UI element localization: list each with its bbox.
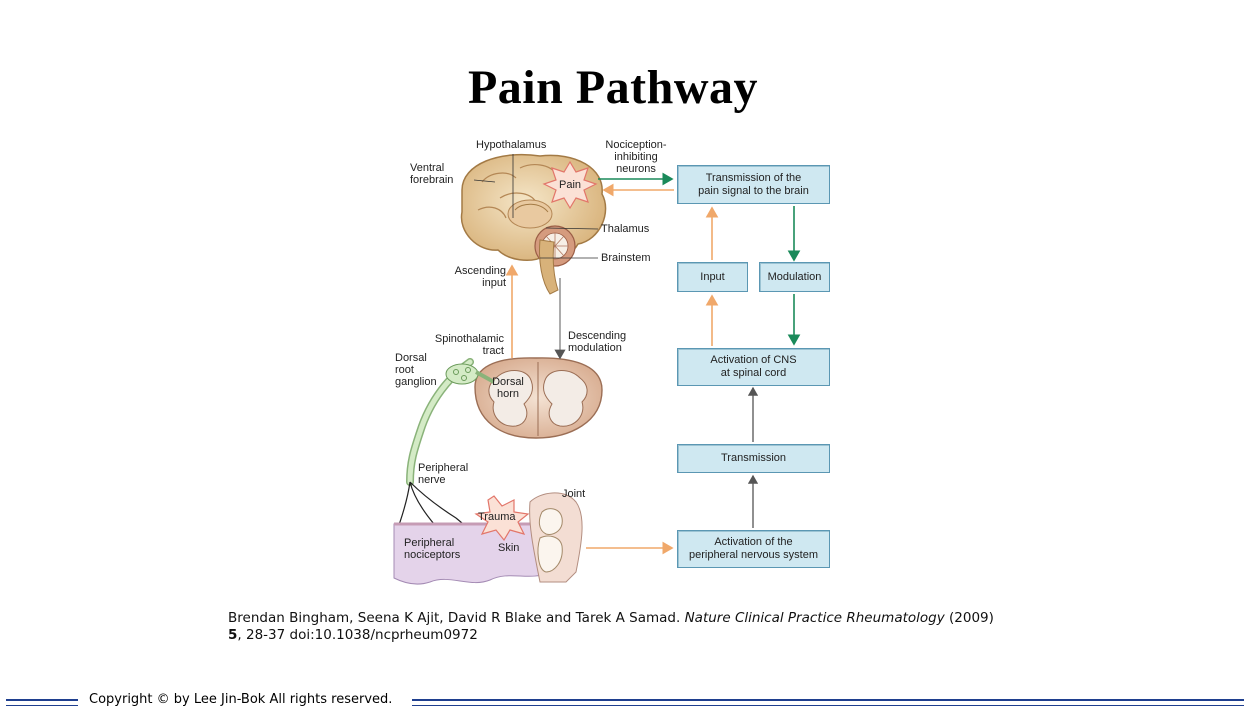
box-transmission: Transmission: [677, 444, 830, 473]
citation-authors: Brendan Bingham, Seena K Ajit, David R B…: [228, 610, 685, 626]
label-pain: Pain: [559, 179, 582, 191]
trauma-starburst: [474, 495, 530, 542]
footer-copyright: Copyright © by Lee Jin-Bok All rights re…: [89, 692, 393, 707]
box-input: Input: [677, 262, 748, 292]
footer-rule-left: [6, 699, 78, 706]
label-trauma: Trauma: [478, 511, 516, 523]
label-hypothalamus: Hypothalamus: [476, 139, 547, 151]
citation-journal: Nature Clinical Practice Rheumatology: [684, 610, 945, 626]
footer: Copyright © by Lee Jin-Bok All rights re…: [6, 692, 1244, 712]
skin-joint-illustration: [393, 492, 583, 585]
citation-volume: 5: [228, 627, 238, 643]
spinal-cord-illustration: [474, 357, 603, 439]
label-thalamus: Thalamus: [601, 223, 650, 235]
box-modulation: Modulation: [759, 262, 830, 292]
peripheral-nerve-illustration: [393, 358, 495, 535]
citation: Brendan Bingham, Seena K Ajit, David R B…: [228, 610, 994, 644]
label-brainstem: Brainstem: [601, 252, 651, 264]
pain-starburst: [542, 160, 598, 210]
citation-year: (2009): [944, 610, 994, 626]
citation-pages-doi: , 28-37 doi:10.1038/ncprheum0972: [237, 627, 478, 643]
diagram-illustration: [393, 153, 801, 585]
slide-title: Pain Pathway: [467, 61, 758, 114]
label-skin: Skin: [498, 542, 520, 554]
label-joint: Joint: [562, 488, 586, 500]
footer-rule-right: [412, 699, 1244, 706]
